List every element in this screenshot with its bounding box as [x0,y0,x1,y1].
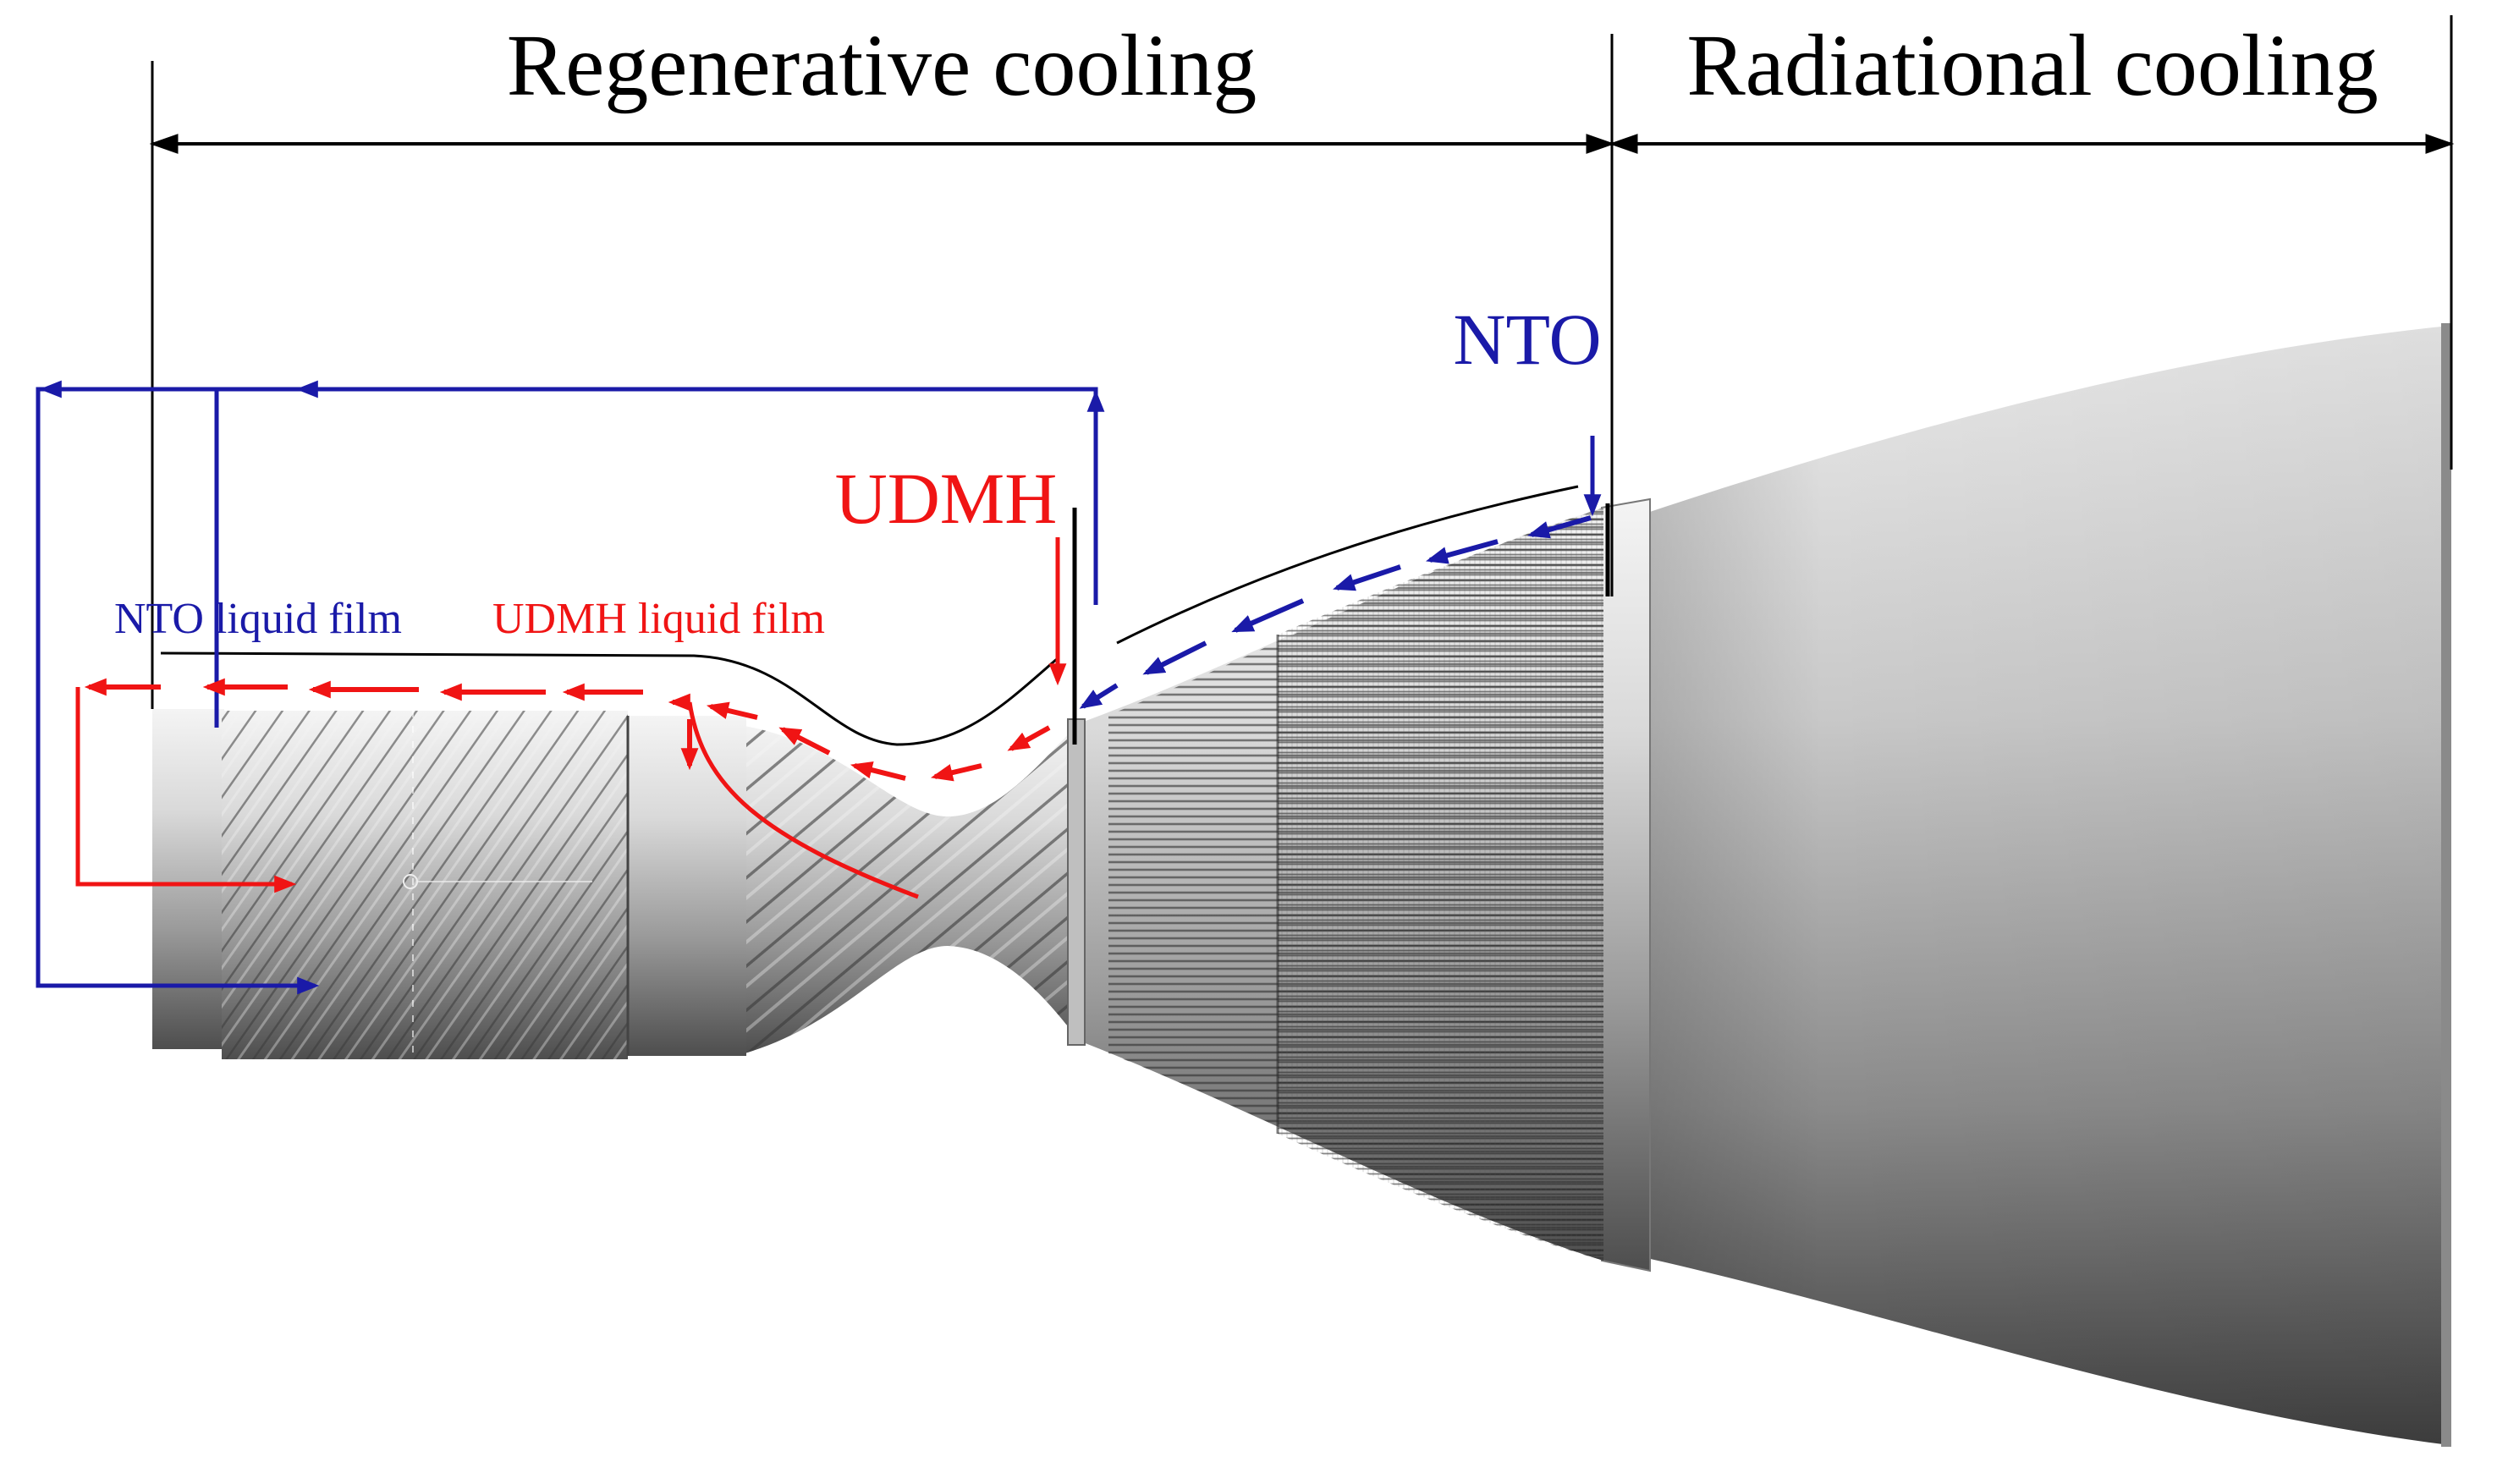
nozzle-flange [1601,497,1651,1272]
film-boundary-lines [160,485,1610,746]
udmh-film-arrow [850,761,906,781]
regenerative-cooling-label: Regenerative cooling [507,17,1257,114]
udmh-film-arrow [1007,725,1051,751]
nto-dashed-film-arrows [1079,515,1592,709]
liquid-film-boundary [160,651,1059,746]
udmh-return-loop [75,687,297,893]
nto-liquid-film-label: NTO liquid film [114,595,402,643]
nozzle-exit-rim [2441,323,2451,1447]
engine-body [152,323,2451,1447]
nto-film-arrow [1527,515,1592,539]
nto-film-arrow [1231,598,1305,633]
udmh-liquid-film-label: UDMH liquid film [492,595,825,643]
udmh-dashed-film-arrows [84,678,1051,782]
udmh-film-arrow [930,763,982,782]
nto-film-arrow [1425,539,1499,564]
nto-film-arrow [1142,640,1207,675]
udmh-film-arrow [706,701,758,720]
nto-film-arrow [1079,683,1119,709]
chamber-rear-plain [152,709,224,1049]
regen-nozzle-channels-fine [1278,508,1603,1261]
udmh-film-arrow [778,727,831,756]
nto-flow-paths [36,380,1602,995]
udmh-film-drop [687,701,919,899]
nozzle-extension-shading [1612,326,2450,1445]
nto-film-arrow [1333,564,1401,591]
chamber-collar [628,716,746,1056]
udmh-flow-paths [75,537,1067,899]
throat-ring [1067,718,1086,1046]
udmh-inlet-label: UDMH [835,458,1058,539]
nozzle-film-boundary [1116,485,1579,645]
radiational-cooling-label: Radiational cooling [1686,17,2378,114]
dimension-lines [149,15,2455,709]
text-labels: Regenerative cooling Radiational cooling… [114,17,2379,643]
nto-inlet-label: NTO [1453,299,1601,380]
throat-channels [745,723,1079,1053]
